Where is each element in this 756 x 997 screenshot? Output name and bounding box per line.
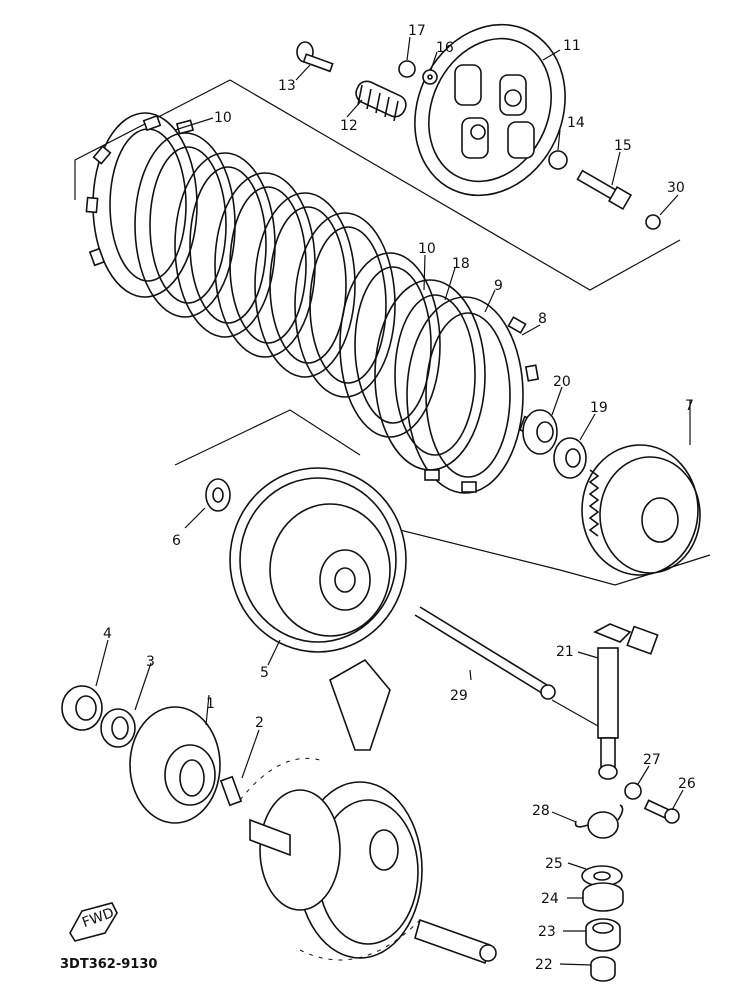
callout-2: 2 — [255, 715, 264, 731]
callout-28: 28 — [532, 803, 550, 819]
locknut-14 — [548, 150, 568, 170]
crankshaft — [249, 658, 497, 965]
callout-21: 21 — [556, 644, 574, 660]
straight-key-2 — [219, 775, 243, 807]
lock-washer-3 — [100, 708, 136, 748]
washer-16 — [422, 69, 438, 85]
washer-27 — [624, 782, 642, 800]
callout-16: 16 — [436, 40, 454, 56]
fwd-direction-marker: FWD — [69, 902, 118, 942]
callout-11: 11 — [563, 38, 581, 54]
push-lever-21 — [593, 623, 659, 780]
callout-5: 5 — [260, 665, 269, 681]
primary-drive-gear-1 — [129, 706, 221, 824]
lock-washer-19 — [553, 437, 587, 479]
spring-28 — [574, 804, 624, 839]
screw-26 — [643, 799, 680, 824]
callout-17: 17 — [408, 23, 426, 39]
callout-labels: 1 2 3 4 5 6 7 8 9 10 10 11 12 13 14 15 1… — [103, 23, 696, 973]
nut-17 — [398, 60, 416, 78]
callout-13: 13 — [278, 78, 296, 94]
callout-8: 8 — [538, 311, 547, 327]
thrust-washer-20 — [522, 409, 558, 455]
primary-driven-gear-5 — [229, 467, 407, 653]
push-rod-29 — [414, 606, 606, 731]
callout-25: 25 — [545, 856, 563, 872]
ball-30 — [645, 214, 661, 230]
callout-1: 1 — [206, 696, 215, 712]
clutch-boss-7 — [581, 444, 701, 576]
needle-bearing-23 — [585, 918, 621, 952]
callout-12: 12 — [340, 118, 358, 134]
callout-23: 23 — [538, 924, 556, 940]
push-rod-15 — [576, 169, 633, 211]
callout-15: 15 — [614, 138, 632, 154]
reference-code: 3DT362-9130 — [60, 957, 157, 972]
leader-lines — [95, 36, 691, 966]
nut-4 — [61, 685, 103, 731]
callout-7: 7 — [685, 398, 694, 414]
pressure-plate — [414, 23, 566, 197]
plate-stack-bracket-right — [229, 79, 681, 291]
callout-10-lower: 10 — [418, 241, 436, 257]
callout-19: 19 — [590, 400, 608, 416]
callout-4: 4 — [103, 626, 112, 642]
callout-6: 6 — [172, 533, 181, 549]
callout-9: 9 — [494, 278, 503, 294]
callout-24: 24 — [541, 891, 559, 907]
hub-group-bracket — [174, 409, 361, 466]
callout-14: 14 — [567, 115, 585, 131]
plate-stack-bracket — [74, 79, 231, 200]
collar-22 — [590, 956, 616, 982]
clutch-plate-stack — [85, 112, 540, 494]
callout-29: 29 — [450, 688, 468, 704]
callout-10-top: 10 — [214, 110, 232, 126]
bolt-13 — [296, 41, 334, 73]
bearing-24 — [582, 882, 624, 912]
callout-26: 26 — [678, 776, 696, 792]
spring-12 — [355, 80, 407, 122]
callout-22: 22 — [535, 957, 553, 973]
callout-30: 30 — [667, 180, 685, 196]
callout-20: 20 — [553, 374, 571, 390]
thrust-washer-6 — [205, 478, 231, 512]
callout-27: 27 — [643, 752, 661, 768]
callout-3: 3 — [146, 654, 155, 670]
callout-18: 18 — [452, 256, 470, 272]
